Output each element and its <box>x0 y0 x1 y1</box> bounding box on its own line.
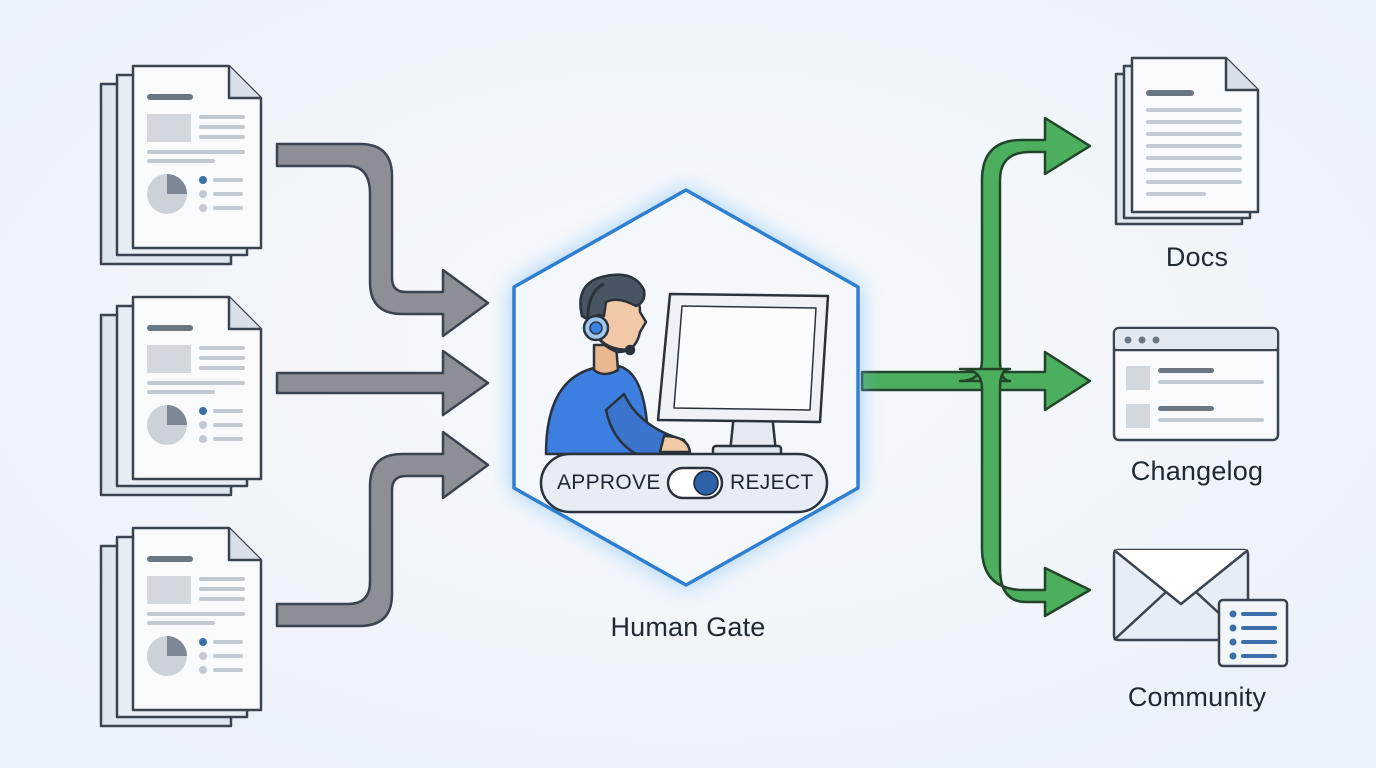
changelog-label: Changelog <box>1130 456 1264 486</box>
input-arrow-bottom <box>275 430 490 628</box>
community-label: Community <box>1127 682 1267 712</box>
approve-label: APPROVE <box>557 471 661 494</box>
input-arrows <box>275 142 490 628</box>
community-list-icon <box>1217 598 1289 668</box>
report-stack-2 <box>99 295 263 497</box>
input-arrow-top <box>275 142 490 338</box>
human-gate-label: Human Gate <box>610 612 766 642</box>
report-stack-1 <box>99 64 263 266</box>
operator-person-icon <box>544 273 692 456</box>
input-arrow-middle <box>275 349 490 417</box>
approval-toggle <box>539 452 829 514</box>
reject-label: REJECT <box>730 471 814 494</box>
community-mail-icon <box>1112 548 1250 642</box>
docs-document-icon <box>1114 56 1260 226</box>
docs-label: Docs <box>1165 242 1229 272</box>
output-arrows <box>860 116 1092 618</box>
changelog-window-icon <box>1112 326 1280 442</box>
monitor-icon <box>656 292 830 458</box>
output-arrow-community <box>958 367 1092 618</box>
report-stack-3 <box>99 526 263 728</box>
